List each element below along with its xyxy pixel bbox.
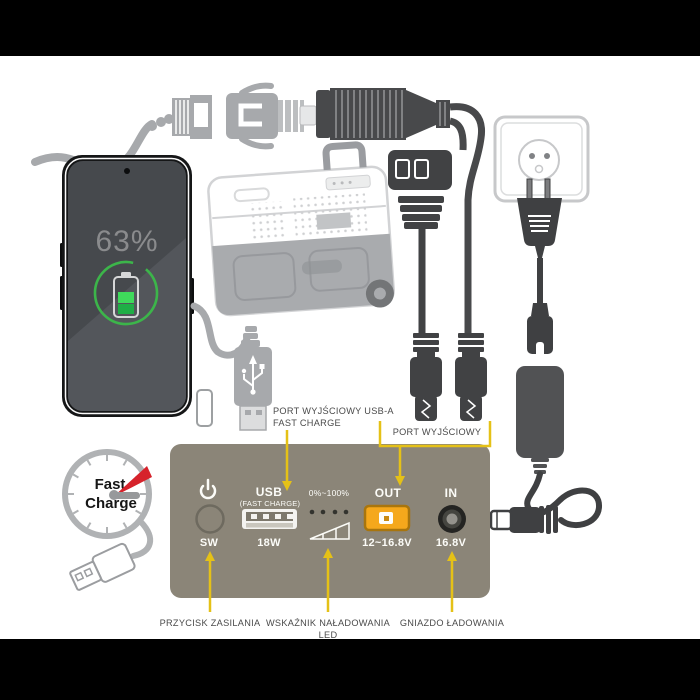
eu-plug bbox=[517, 178, 562, 360]
in-arrowhead bbox=[447, 551, 457, 561]
led-arrowhead bbox=[323, 548, 333, 558]
gauge-label-line1: Fast bbox=[95, 476, 126, 493]
out-port-title: OUT bbox=[375, 486, 402, 500]
battery-icon bbox=[113, 276, 139, 318]
led-indicator-group: 0%~100% bbox=[309, 488, 350, 540]
gauge-ring bbox=[62, 449, 152, 539]
output-connector-right bbox=[455, 333, 487, 421]
in-port-group: IN 16.8V bbox=[436, 486, 467, 549]
led-annotation-line2: LED bbox=[319, 630, 338, 640]
led-dot bbox=[309, 509, 315, 515]
socket-12v bbox=[299, 88, 486, 334]
annotations: PORT WYJŚCIOWY USB-A FAST CHARGE PORT WY… bbox=[160, 405, 505, 640]
cooler-lower-body bbox=[212, 233, 394, 316]
led-ramp-icon bbox=[309, 521, 350, 540]
led-dot bbox=[320, 509, 326, 515]
car-plug-spring-bottom bbox=[239, 136, 274, 150]
power-bank-panel: SW USB (FAST CHARGE) 18W 0%~100% bbox=[170, 444, 490, 598]
gauge-ticks bbox=[68, 455, 146, 533]
output-connector-left bbox=[410, 333, 442, 421]
led-annotation-line1: WSKAŹNIK NAŁADOWANIA bbox=[266, 618, 391, 628]
usb-port-annotation-line2: FAST CHARGE bbox=[273, 418, 341, 428]
cooler-illustration bbox=[207, 141, 395, 317]
power-button-label: SW bbox=[200, 537, 219, 549]
output-cable-left bbox=[449, 117, 467, 151]
usb-port-annotation-line1: PORT WYJŚCIOWY USB-A bbox=[273, 405, 394, 416]
cooler-handle bbox=[322, 141, 367, 171]
in-port-title: IN bbox=[445, 486, 458, 500]
smartphone: 63% bbox=[60, 155, 194, 417]
power-button[interactable] bbox=[195, 504, 225, 534]
car-plug-spring-top bbox=[239, 82, 274, 96]
usb-arrowhead bbox=[282, 481, 292, 491]
phone-cable-connector bbox=[196, 389, 213, 427]
power-button-annotation: PRZYCISK ZASILANIA bbox=[160, 618, 261, 628]
phone-charging-cable bbox=[190, 302, 272, 431]
led-dot bbox=[343, 509, 349, 515]
right-angle-plug bbox=[388, 150, 452, 334]
wall-outlet bbox=[493, 115, 590, 203]
usb-trident-icon bbox=[243, 361, 263, 392]
battery-percent-text: 63% bbox=[95, 225, 158, 258]
usb-port-title: USB bbox=[256, 485, 283, 499]
gauge-needle-red bbox=[113, 466, 152, 497]
usb-a-plug-tip bbox=[239, 405, 267, 431]
out-port-group: OUT 12~16.8V bbox=[362, 486, 412, 549]
out-annotation-bracket bbox=[378, 421, 492, 448]
fast-charge-gauge: Fast Charge bbox=[62, 449, 154, 591]
led-dot bbox=[332, 509, 338, 515]
gauge-cable bbox=[130, 519, 154, 559]
charging-ring bbox=[93, 260, 159, 326]
gauge-cable-connector bbox=[69, 542, 136, 591]
charging-socket-annotation: GNIAZDO ŁADOWANIA bbox=[400, 618, 505, 628]
usb-port-wattage: 18W bbox=[257, 537, 281, 549]
phone-camera-dot bbox=[124, 168, 130, 174]
letterbox-bottom bbox=[0, 639, 700, 700]
inline-coupler bbox=[527, 316, 553, 354]
dc-cable bbox=[524, 471, 602, 529]
led-range-label: 0%~100% bbox=[309, 488, 350, 498]
out-port-annotation: PORT WYJŚCIOWY bbox=[393, 426, 482, 437]
out-port-voltage: 12~16.8V bbox=[362, 537, 412, 549]
usb-port-subtitle: (FAST CHARGE) bbox=[240, 499, 301, 508]
power-icon bbox=[199, 484, 217, 500]
letterbox-top bbox=[0, 0, 700, 56]
output-cable-right bbox=[449, 103, 486, 334]
out-arrowhead bbox=[395, 476, 405, 486]
cooler-handle-slot bbox=[301, 259, 342, 275]
in-port-voltage: 16.8V bbox=[436, 537, 467, 549]
power-button-group: SW bbox=[195, 478, 225, 549]
dc-barrel-tip bbox=[489, 509, 513, 531]
cooler-vent-left bbox=[249, 201, 286, 242]
cooler-control-panel bbox=[325, 174, 371, 191]
ac-adapter bbox=[489, 366, 602, 534]
gauge-label-line2: Charge bbox=[85, 495, 137, 512]
usb-port-group: USB (FAST CHARGE) 18W bbox=[240, 485, 301, 549]
power-arrowhead bbox=[205, 551, 215, 561]
